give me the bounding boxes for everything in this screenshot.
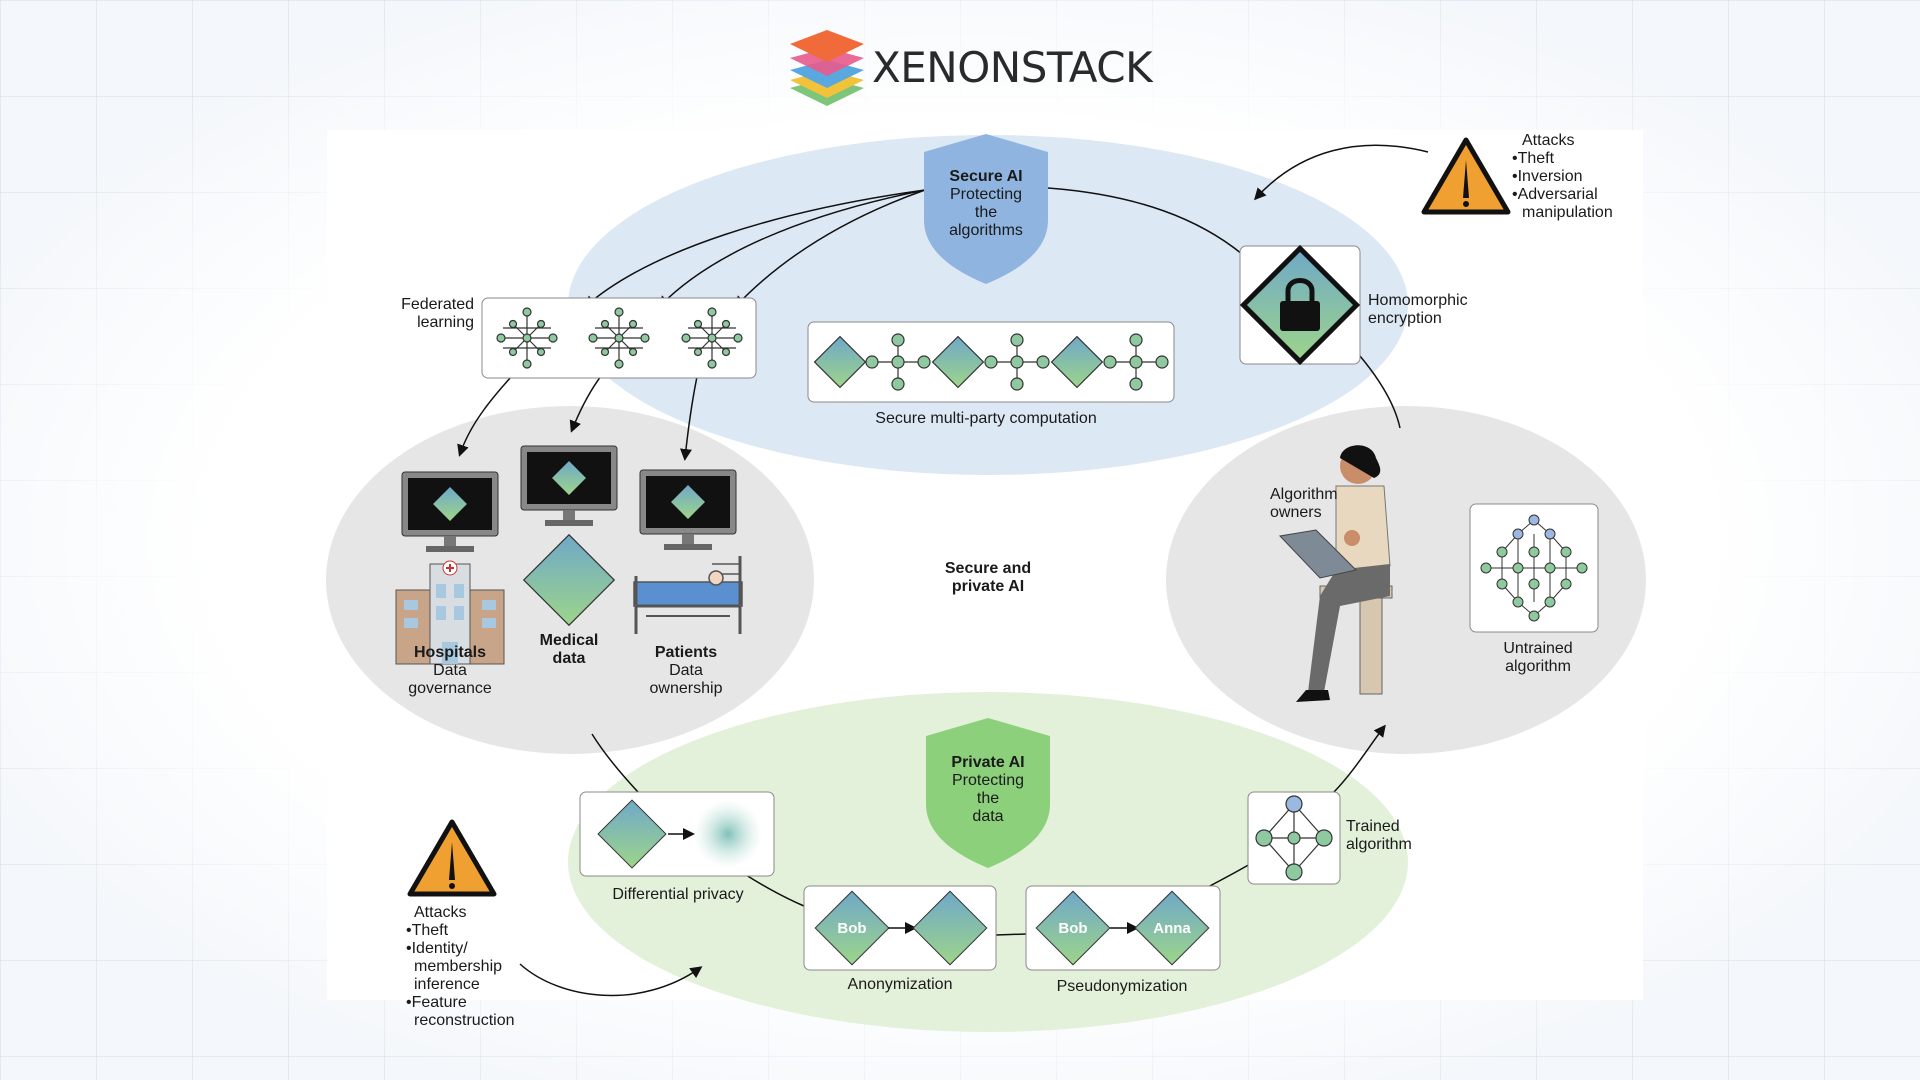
attacks-bottom-item-4: inference [414,976,480,993]
logo-text: XENONSTACK [872,42,1153,92]
secure-ai-title: Secure AI [949,168,1023,185]
attacks-bottom-item-5: •Feature [406,994,467,1011]
lock-icon [1239,244,1361,366]
homomorphic-label-2: encryption [1368,310,1442,327]
private-ai-shield [926,718,1050,868]
hospitals-label: Hospitals Data governance [408,644,492,698]
algorithm-owners-1: Algorithm [1270,486,1338,503]
xenonstack-logo: XENONSTACK [788,26,1153,108]
pseudonymization-icon [1035,890,1210,966]
pseudonymization-label: Pseudonymization [1056,978,1188,995]
attacks-top-label: Attacks •Theft •Inversion •Adversarial m… [1512,132,1613,222]
trained-algorithm-icon [1255,795,1333,881]
anonymization-label: Anonymization [847,976,953,993]
medical-data-label: Medical data [540,632,599,668]
secure-ai-shield [924,134,1048,284]
medical-data-puzzle-icon [522,533,616,627]
homomorphic-label-1: Homomorphic [1368,292,1468,309]
algorithm-owners-label: Algorithm owners [1270,486,1338,522]
medical-data-1: Medical [539,632,599,649]
patients-sub-2: ownership [649,680,723,697]
attacks-top-item-1: •Theft [1512,150,1555,167]
algorithm-owners-2: owners [1270,504,1322,521]
hospitals-sub-1: Data [433,662,467,679]
untrained-1: Untrained [1503,640,1573,657]
attacks-top-item-4: manipulation [1522,204,1613,221]
untrained-2: algorithm [1505,658,1571,675]
patients-title: Patients [654,644,718,661]
smpc-label: Secure multi-party computation [875,410,1097,427]
smpc-icons [813,333,1169,391]
bob-label-pseudo: Bob [1058,920,1088,937]
private-ai-subtitle-1: Protecting [951,772,1025,789]
attacks-bottom-item-2: •Identity/ [406,940,468,957]
center-label: Secure and private AI [945,560,1031,596]
hospitals-sub-2: governance [408,680,492,697]
secure-ai-label: Secure AI Protecting the algorithms [949,168,1023,240]
warning-icon-top [1421,137,1511,215]
secure-ai-subtitle-2: the [974,204,998,221]
untrained-algorithm-icon [1480,514,1588,622]
center-label-2: private AI [951,578,1025,595]
layered-stack-logo-icon [790,30,864,106]
attacks-bottom-label: Attacks •Theft •Identity/ membership inf… [406,904,515,1030]
medical-data-2: data [552,650,586,667]
attacks-bottom-title: Attacks [414,904,467,921]
secure-ai-ellipse [568,135,1408,475]
algorithm-owners-ellipse [1166,406,1646,754]
federated-label-2: learning [417,314,474,331]
patient-bed-icon [633,556,743,634]
algorithm-owner-person-icon [1278,445,1393,702]
warning-icon-bottom [407,819,497,897]
network-icon [496,307,743,369]
private-ai-subtitle-2: the [976,790,1000,807]
trained-1: Trained [1346,818,1400,835]
anonymization-icon [814,890,988,966]
federated-learning-label: Federated learning [401,296,474,332]
attacks-top-item-3: •Adversarial [1512,186,1598,203]
differential-privacy-label: Differential privacy [612,886,744,903]
patients-label: Patients Data ownership [650,644,723,698]
trained-label: Trained algorithm [1346,818,1412,854]
trained-2: algorithm [1346,836,1412,853]
hospital-icon [395,560,505,665]
private-ai-subtitle-3: data [972,808,1004,825]
untrained-label: Untrained algorithm [1503,640,1572,676]
anna-label: Anna [1153,920,1191,937]
secure-ai-subtitle-1: Protecting [949,186,1023,203]
attacks-top-title: Attacks [1522,132,1575,149]
differential-privacy-icon [597,799,762,869]
federated-label-1: Federated [401,296,474,313]
hospitals-title: Hospitals [413,644,486,661]
bob-label-anon: Bob [837,920,867,937]
attacks-top-item-2: •Inversion [1512,168,1583,185]
patients-sub-1: Data [669,662,703,679]
homomorphic-label: Homomorphic encryption [1368,292,1468,328]
secure-ai-subtitle-3: algorithms [949,222,1023,239]
monitor-icons [401,445,737,552]
attacks-bottom-item-3: membership [414,958,503,975]
center-label-1: Secure and [944,560,1032,577]
private-ai-label: Private AI Protecting the data [951,754,1024,826]
attacks-bottom-item-6: reconstruction [414,1012,515,1029]
attacks-bottom-item-1: •Theft [406,922,449,939]
private-ai-title: Private AI [951,754,1025,771]
